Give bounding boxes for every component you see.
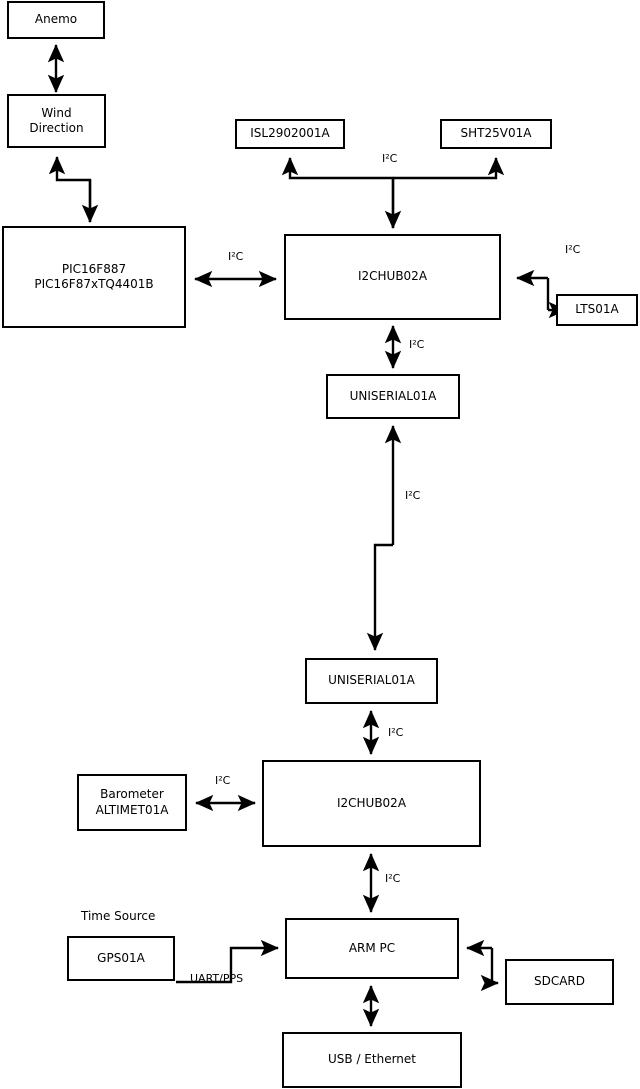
edge-label-i2c-hub-lts: I²C — [565, 243, 581, 256]
edge-label-i2c-hub-uniserial: I²C — [409, 338, 425, 351]
node-uniserial01a-lower[interactable]: UNISERIAL01A — [305, 658, 438, 704]
connector-hubtop-sht — [393, 157, 505, 180]
node-gps01a[interactable]: GPS01A — [67, 936, 175, 981]
edge-label-i2c-pic-hub: I²C — [228, 250, 244, 263]
node-lts01a[interactable]: LTS01A — [556, 294, 638, 326]
node-uniserial01a-upper[interactable]: UNISERIAL01A — [326, 374, 460, 419]
node-wind-direction[interactable]: Wind Direction — [7, 94, 106, 148]
connector-hubtop-sensor-bus — [281, 157, 395, 228]
node-anemo[interactable]: Anemo — [7, 1, 105, 39]
edge-label-i2c-uniserial-link: I²C — [405, 489, 421, 502]
node-sdcard[interactable]: SDCARD — [505, 959, 614, 1005]
node-i2chub02a-bottom[interactable]: I2CHUB02A — [262, 760, 481, 847]
node-sht25v01a[interactable]: SHT25V01A — [440, 119, 552, 149]
node-i2chub02a-top[interactable]: I2CHUB02A — [284, 234, 501, 320]
edge-label-uart-pps: UART/PPS — [190, 972, 244, 985]
connector-uni1-uni2-jog — [366, 543, 393, 651]
connector-gps-armpc — [176, 939, 279, 984]
edge-label-i2c-hub2-armpc: I²C — [385, 872, 401, 885]
edge-label-i2c-uniserial-hub2: I²C — [388, 726, 404, 739]
label-time-source: Time Source — [81, 909, 156, 923]
edge-label-i2c-top-sensors: I²C — [382, 152, 398, 165]
node-isl2902001a[interactable]: ISL2902001A — [235, 119, 345, 149]
node-arm-pc[interactable]: ARM PC — [285, 918, 459, 979]
connector-pic-wind — [48, 156, 92, 222]
edge-label-i2c-barometer-hub2: I²C — [215, 774, 231, 787]
node-pic-mcu[interactable]: PIC16F887 PIC16F87xTQ4401B — [2, 226, 186, 328]
node-usb-ethernet[interactable]: USB / Ethernet — [282, 1032, 462, 1088]
node-barometer-altimet01a[interactable]: Barometer ALTIMET01A — [77, 774, 187, 831]
